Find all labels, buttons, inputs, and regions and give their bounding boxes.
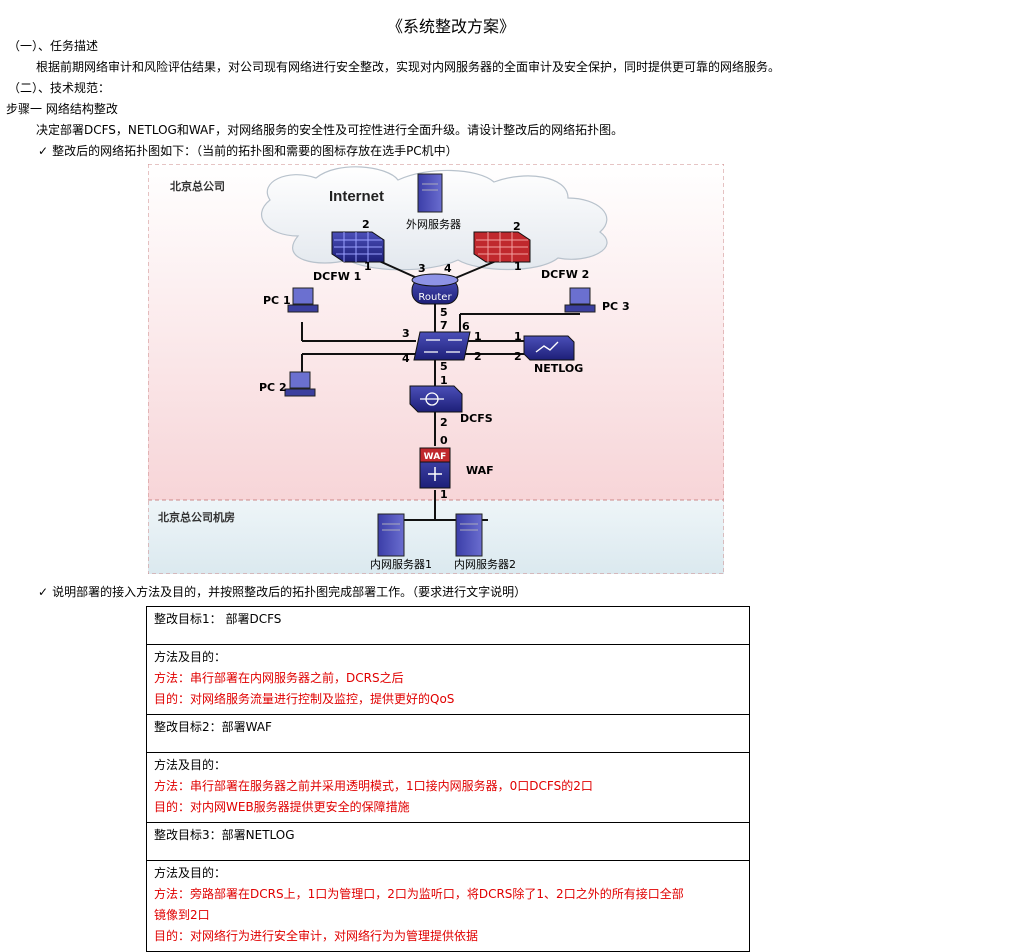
goal2-text: 整改目标2：部署WAF [154,720,272,734]
goal2-method-cell: 方法及目的： 方法：串行部署在服务器之前并采用透明模式，1口接内网服务器，0口D… [146,752,750,823]
netlog-label: NETLOG [534,362,583,375]
dcfs-label: DCFS [460,412,493,425]
dcfw2-firewall: DCFW 2 [473,231,589,281]
port-label: 0 [440,434,448,447]
method-label: 方法及目的： [154,866,227,880]
port-label: 1 [514,260,522,273]
section1-body: 根据前期网络审计和风险评估结果，对公司现有网络进行安全整改，实现对内网服务器的全… [36,60,781,74]
goal2-purpose: 目的：对内网WEB服务器提供更安全的保障措施 [154,800,410,814]
table-row: 方法及目的： 方法：串行部署在内网服务器之前，DCRS之后 目的：对网络服务流量… [146,644,750,715]
router-label: Router [418,292,452,303]
goal1-method-cell: 方法及目的： 方法：串行部署在内网服务器之前，DCRS之后 目的：对网络服务流量… [146,644,750,715]
table-row: 方法及目的： 方法：串行部署在服务器之前并采用透明模式，1口接内网服务器，0口D… [146,752,750,823]
port-label: 1 [474,330,482,343]
network-topology-diagram: 北京总公司 北京总公司机房 Internet 外网服务器 [148,164,724,574]
core-switch [413,331,471,361]
external-server: 外网服务器 [406,173,461,231]
pc3-label: PC 3 [602,300,630,313]
zone-headquarters-label: 北京总公司 [170,179,225,193]
waf-badge: WAF [424,452,447,462]
table-row: 整改目标1： 部署DCFS [146,606,750,645]
port-label: 1 [440,488,448,501]
dcfs-device: DCFS [409,385,493,425]
external-server-label: 外网服务器 [406,218,461,231]
port-label: 1 [514,330,522,343]
bullet-deployment: ✓说明部署的接入方法及目的，并按照整改后的拓扑图完成部署工作。（要求进行文字说明… [38,583,526,600]
pc2-computer: PC 2 [259,371,316,397]
port-label: 4 [444,262,452,275]
goal1-cell: 整改目标1： 部署DCFS [146,606,750,645]
method-label: 方法及目的： [154,650,227,664]
bullet-topology: ✓整改后的网络拓扑图如下：（当前的拓扑图和需要的图标存放在选手PC机中） [38,142,458,159]
step1-body: 决定部署DCFS，NETLOG和WAF，对网络服务的安全性及可控性进行全面升级。… [36,123,624,137]
document-title: 《系统整改方案》 [387,17,516,36]
internal-server-1-label: 内网服务器1 [370,557,432,571]
goal3-purpose: 目的：对网络行为进行安全审计，对网络行为为管理提供依据 [154,929,479,943]
pc2-label: PC 2 [259,381,287,394]
section2-heading: （二）、技术规范： [8,81,111,95]
table-row: 整改目标2：部署WAF [146,714,750,753]
pc1-label: PC 1 [263,294,291,307]
step1-heading: 步骤一 网络结构整改 [6,102,118,116]
waf-device: WAF WAF [419,447,494,489]
port-label: 3 [418,262,426,275]
port-label: 4 [402,352,410,365]
dcfw1-label: DCFW 1 [313,270,361,283]
router: Router [411,273,459,305]
netlog-device: NETLOG [523,335,583,375]
table-row: 整改目标3：部署NETLOG [146,822,750,861]
port-label: 2 [514,350,522,363]
port-labels: 2 1 2 1 3 4 5 7 3 4 6 1 2 5 1 2 1 2 0 1 [362,218,522,501]
goal3-text: 整改目标3：部署NETLOG [154,828,295,842]
port-label: 5 [440,306,448,319]
internal-server-1: 内网服务器1 [370,513,432,571]
internet-label: Internet [329,188,384,205]
internal-server-2: 内网服务器2 [454,513,516,571]
method-label: 方法及目的： [154,758,227,772]
deployment-plan-table: 整改目标1： 部署DCFS 方法及目的： 方法：串行部署在内网服务器之前，DCR… [146,606,750,952]
zone-server-room-label: 北京总公司机房 [158,510,235,524]
port-label: 3 [402,327,410,340]
port-label: 1 [440,374,448,387]
pc1-computer: PC 1 [263,287,319,313]
goal1-method: 方法：串行部署在内网服务器之前，DCRS之后 [154,671,404,685]
goal1-text: 整改目标1： 部署DCFS [154,612,282,626]
dcfw1-firewall: DCFW 1 [313,231,385,283]
port-label: 1 [364,260,372,273]
port-label: 5 [440,360,448,373]
waf-label: WAF [466,464,494,477]
table-row: 方法及目的： 方法：旁路部署在DCRS上，1口为管理口，2口为监听口，将DCRS… [146,860,750,952]
check-icon: ✓ [38,585,49,599]
bullet-topology-text: 整改后的网络拓扑图如下：（当前的拓扑图和需要的图标存放在选手PC机中） [52,144,458,158]
goal3-method-cell: 方法及目的： 方法：旁路部署在DCRS上，1口为管理口，2口为监听口，将DCRS… [146,860,750,952]
internal-server-2-label: 内网服务器2 [454,557,516,571]
dcfw2-label: DCFW 2 [541,268,589,281]
goal3-method-a: 方法：旁路部署在DCRS上，1口为管理口，2口为监听口，将DCRS除了1、2口之… [154,887,684,901]
port-label: 2 [362,218,370,231]
section1-heading: （一）、任务描述 [8,39,99,53]
goal3-method-b: 镜像到2口 [154,908,210,922]
goal1-purpose: 目的：对网络服务流量进行控制及监控，提供更好的QoS [154,692,455,706]
port-label: 7 [440,319,448,332]
bullet-deployment-text: 说明部署的接入方法及目的，并按照整改后的拓扑图完成部署工作。（要求进行文字说明） [52,585,527,599]
goal2-method: 方法：串行部署在服务器之前并采用透明模式，1口接内网服务器，0口DCFS的2口 [154,779,593,793]
goal3-cell: 整改目标3：部署NETLOG [146,822,750,861]
port-label: 2 [513,220,521,233]
port-label: 6 [462,320,470,333]
pc3-computer: PC 3 [564,287,630,313]
port-label: 2 [440,416,448,429]
port-label: 2 [474,350,482,363]
goal2-cell: 整改目标2：部署WAF [146,714,750,753]
check-icon: ✓ [38,144,49,158]
